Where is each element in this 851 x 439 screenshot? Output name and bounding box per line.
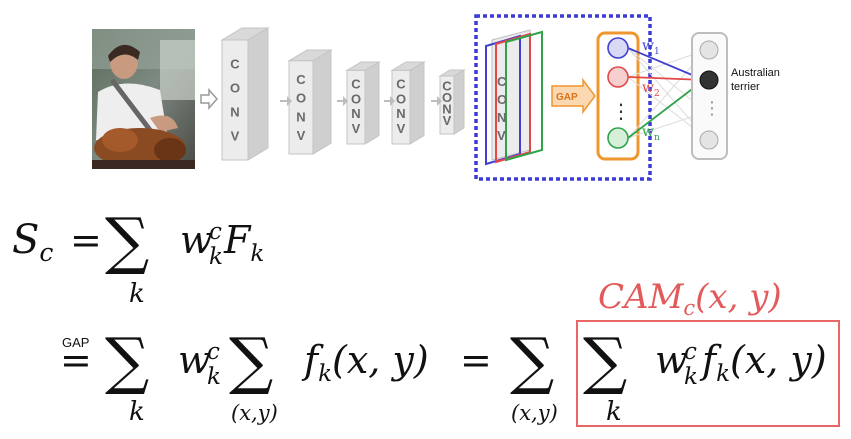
last-conv-letter: V	[497, 128, 506, 143]
eq2-f: fk(x, y)	[301, 338, 429, 387]
output-node	[699, 130, 719, 150]
conv-letter: C	[351, 77, 361, 92]
cam-box	[576, 320, 840, 427]
arrow-icon	[384, 96, 395, 106]
conv-letter: V	[352, 121, 361, 136]
output-label: Australian	[731, 67, 780, 79]
vector-dots: ⋮	[611, 99, 631, 123]
conv-letter: O	[296, 91, 306, 106]
input-photo	[92, 29, 195, 169]
output-layer: ⋮ Australian terrier	[691, 32, 780, 160]
conv-letter: C	[442, 78, 452, 93]
weight-label-1: w1	[642, 38, 660, 57]
node-red	[607, 66, 629, 88]
eq2-weight: w	[178, 338, 211, 382]
cam-sum-index: k	[606, 397, 622, 427]
equation-line-1: Sc = ∑ k w c k Fk	[12, 204, 264, 309]
output-label: terrier	[731, 81, 760, 93]
eq2-sum-k: ∑	[105, 324, 149, 397]
last-conv-feature-maps: C O N V	[485, 29, 543, 166]
eq2-sum-k-index: k	[129, 397, 145, 427]
cam-f: fk(x, y)	[699, 338, 827, 387]
conv-letter: C	[296, 72, 306, 87]
conv-letter: O	[351, 91, 361, 106]
gap-feature-vector: ⋮	[596, 31, 640, 161]
weight-label-n: wn	[642, 124, 660, 143]
eq2-weight-sub: k	[207, 364, 221, 390]
last-conv-letter: N	[497, 110, 506, 125]
cam-sum: ∑	[583, 324, 627, 397]
cam-label: CAMc(x, y)	[598, 277, 782, 320]
cam-box-content: ∑ k w c k fk(x, y)	[583, 324, 827, 427]
conv-letter: V	[231, 129, 240, 144]
conv-letter: O	[396, 91, 406, 106]
cam-weight: w	[655, 338, 688, 382]
eq1-sum: ∑	[105, 204, 149, 277]
conv-letter: N	[442, 102, 451, 117]
eq2-sum-xy: ∑	[229, 324, 273, 397]
gap-over-equals: GAP	[62, 335, 89, 350]
conv-letter: V	[397, 121, 406, 136]
eq2-equals: =	[60, 338, 92, 382]
conv-letter: O	[442, 90, 452, 105]
output-node-active	[699, 70, 719, 90]
gap-label: GAP	[556, 92, 578, 103]
conv-letter: N	[296, 109, 305, 124]
output-node	[699, 40, 719, 60]
conv-letter: V	[443, 113, 452, 128]
arrow-icon	[431, 96, 442, 106]
highlight-box	[474, 14, 652, 181]
node-green	[607, 127, 629, 149]
node-blue	[607, 37, 629, 59]
conv-letter: N	[230, 105, 239, 120]
eq2-sum-xy-outer: ∑	[510, 324, 554, 397]
output-dots: ⋮	[703, 98, 721, 119]
gap-arrow: GAP	[551, 77, 596, 115]
conv-letter: C	[230, 57, 240, 72]
eq1-F: Fk	[223, 218, 264, 267]
block-arrows	[280, 96, 442, 106]
arrow-icon	[337, 96, 348, 106]
cam-weight-sup: c	[684, 339, 697, 365]
conv-letter: N	[396, 106, 405, 121]
conv-letter: O	[230, 81, 240, 96]
eq2-weight-sup: c	[207, 339, 220, 365]
conv-letter: N	[351, 106, 360, 121]
eq1-equals: =	[70, 218, 102, 262]
eq1-sum-index: k	[129, 279, 145, 309]
conv-letter: V	[297, 128, 306, 143]
eq1-weight-sup: c	[209, 219, 222, 245]
eq2-sum-xy-outer-index: (x,y)	[511, 401, 558, 425]
input-arrow-icon	[200, 88, 219, 110]
eq2-equals2: =	[460, 338, 492, 382]
last-conv-letter: O	[497, 92, 507, 107]
eq1-weight: w	[180, 218, 213, 262]
weight-label-2: w2	[642, 80, 660, 99]
conv-letter: C	[396, 77, 406, 92]
eq2-sum-xy-index: (x,y)	[231, 401, 278, 425]
last-conv-letter: C	[497, 74, 507, 89]
eq1-lhs: Sc	[12, 217, 53, 267]
weight-labels: w1 w2 wn	[642, 38, 660, 143]
cam-weight-sub: k	[684, 364, 698, 390]
equation-line-2: GAP = ∑ k w c k ∑ (x,y) fk(x, y) = ∑ (x,…	[60, 324, 558, 427]
eq1-weight-sub: k	[209, 244, 223, 270]
arrow-icon	[280, 96, 292, 106]
